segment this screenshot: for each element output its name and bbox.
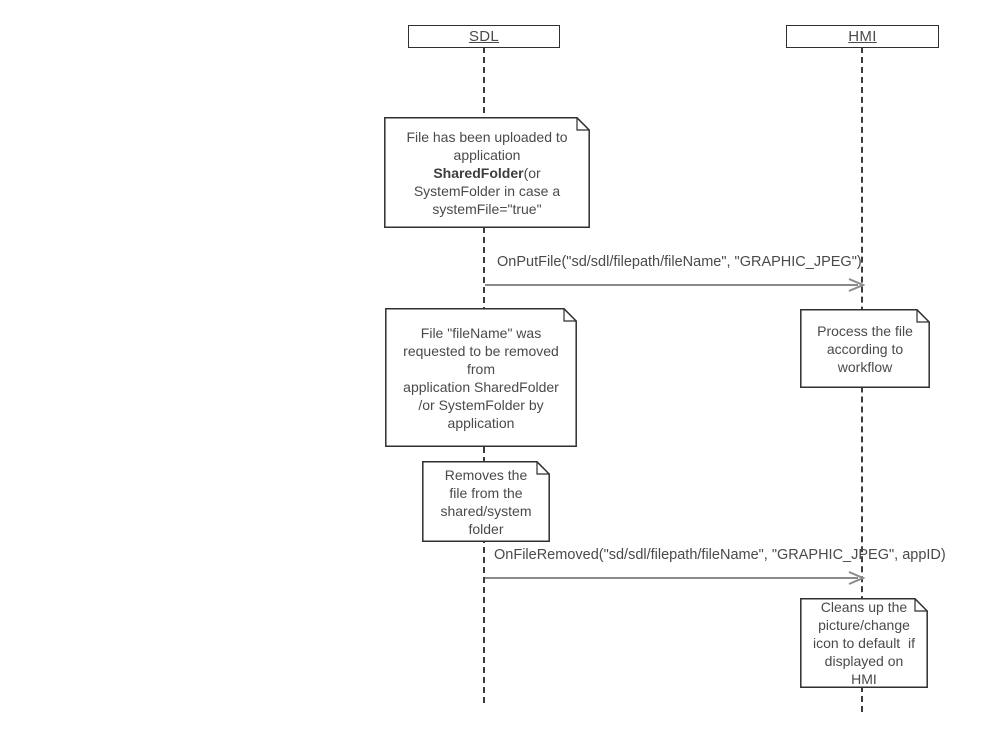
note-shape [800, 598, 928, 688]
fold-corner-icon [576, 117, 590, 131]
note-text-segment: (or SystemFolder in case a systemFile="t… [413, 164, 561, 217]
message-label: OnPutFile("sd/sdl/filepath/fileName", "G… [497, 254, 862, 270]
note-text: Cleans up the picture/change icon to def… [800, 598, 928, 688]
actor-box-hmi: HMI [786, 25, 939, 48]
note-lines: Removes the file from the shared/system … [440, 466, 532, 537]
message-onfileremoved: OnFileRemoved("sd/sdl/filepath/fileName"… [485, 547, 946, 587]
actor-label-hmi: HMI [848, 28, 877, 45]
note-text: Process the file according to workflow [800, 309, 930, 388]
note-text-segment: File has been uploaded to application [406, 128, 568, 163]
message-line [485, 284, 858, 286]
note-process-file: Process the file according to workflow [800, 309, 930, 388]
fold-corner-icon [914, 598, 928, 612]
note-lines: File "fileName" was requested to be remo… [403, 324, 559, 431]
note-file-remove-requested: File "fileName" was requested to be remo… [385, 308, 577, 447]
fold-corner-icon [916, 309, 930, 323]
message-label: OnFileRemoved("sd/sdl/filepath/fileName"… [494, 547, 946, 563]
note-shape [385, 308, 577, 447]
note-lines: Process the file according to workflow [817, 322, 913, 375]
message-line [485, 577, 858, 579]
note-text: File "fileName" was requested to be remo… [385, 308, 577, 447]
note-text-bold: SharedFolder [433, 164, 524, 181]
note-lines: Cleans up the picture/change icon to def… [813, 599, 915, 687]
actor-box-sdl: SDL [408, 25, 560, 48]
fold-corner-icon [563, 308, 577, 322]
fold-corner-icon [536, 461, 550, 475]
note-shape [800, 309, 930, 388]
note-text: Removes the file from the shared/system … [422, 461, 550, 542]
arrowhead-icon [848, 571, 865, 585]
note-cleans-up: Cleans up the picture/change icon to def… [800, 598, 928, 688]
note-file-uploaded: File has been uploaded to application Sh… [384, 117, 590, 228]
note-lines: File has been uploaded to application Sh… [406, 128, 567, 218]
message-onputfile: OnPutFile("sd/sdl/filepath/fileName", "G… [485, 254, 865, 294]
note-text: File has been uploaded to application Sh… [384, 117, 590, 228]
note-shape [422, 461, 550, 542]
note-removes-file: Removes the file from the shared/system … [422, 461, 550, 542]
note-shape [384, 117, 590, 228]
arrowhead-icon [848, 278, 865, 292]
actor-label-sdl: SDL [468, 28, 500, 45]
